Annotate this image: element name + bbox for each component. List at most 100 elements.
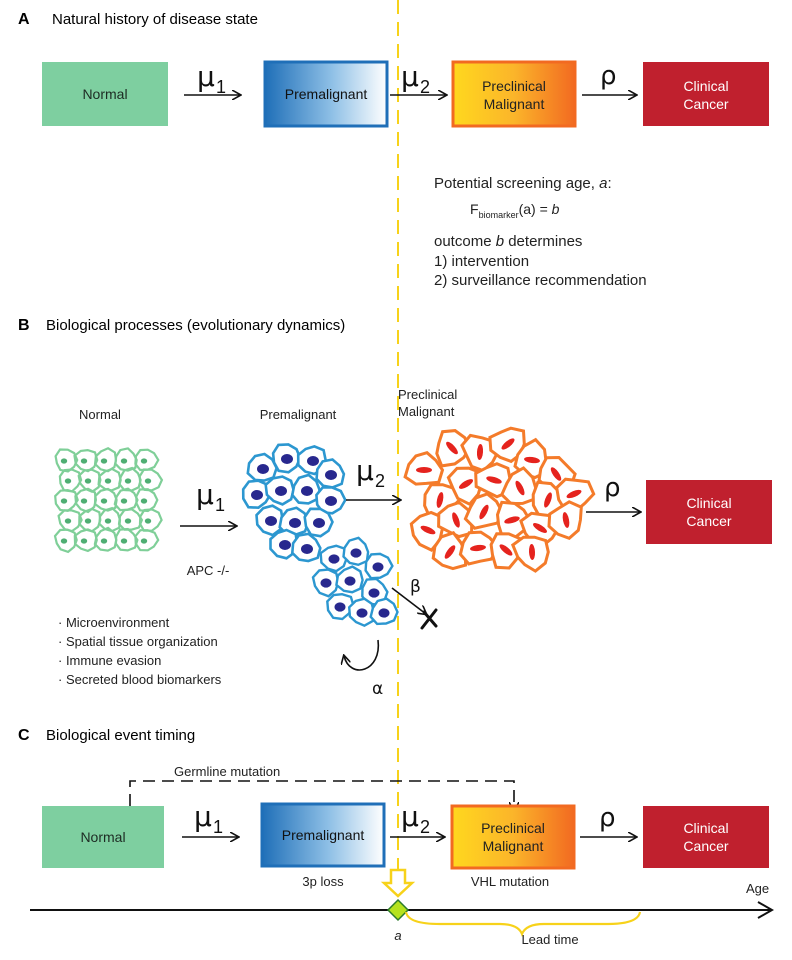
normal-cell-nucleus xyxy=(100,498,108,504)
germline-label-bg xyxy=(168,764,308,780)
normal-tissue-cells xyxy=(53,447,164,554)
factor-list: · Microenvironment · Spatial tissue orga… xyxy=(58,615,222,687)
mu-symbol: μ xyxy=(194,800,212,833)
rate-mu1-a: μ 1 xyxy=(184,60,240,97)
rho-symbol: ρ xyxy=(599,803,616,833)
screening-diamond-icon xyxy=(386,898,410,922)
normal-cell xyxy=(118,466,142,492)
mu-symbol: μ xyxy=(356,454,374,487)
normal-cell xyxy=(53,528,78,554)
lead-time-brace: Lead time xyxy=(404,911,642,947)
premalignant-cell-nucleus xyxy=(325,470,337,480)
premalignant-cell-nucleus xyxy=(265,516,277,526)
normal-cell-nucleus xyxy=(120,538,128,544)
beta-symbol: β xyxy=(410,577,421,597)
normal-cell-nucleus xyxy=(120,458,128,464)
screening-item-2: 2) surveillance recommendation xyxy=(434,272,647,289)
premalignant-cell-nucleus xyxy=(251,490,263,500)
premalignant-subclone-cells xyxy=(311,536,399,628)
normal-cell xyxy=(58,468,83,493)
normal-cell-nucleus xyxy=(80,458,88,464)
death-transition: β xyxy=(391,577,438,630)
b-label-preclinical-1: Preclinical xyxy=(398,387,457,402)
malignant-cell-nucleus xyxy=(562,512,570,528)
b-label-normal: Normal xyxy=(79,407,121,422)
rate-rho-b: ρ xyxy=(586,473,640,512)
malignant-cell-nucleus xyxy=(446,441,458,455)
normal-cell xyxy=(138,508,163,532)
normal-cell-nucleus xyxy=(104,478,112,484)
premalignant-cell-nucleus xyxy=(281,454,293,464)
mu-subscript: 2 xyxy=(375,471,385,491)
normal-cell-nucleus xyxy=(144,478,152,484)
premalignant-cell-nucleus xyxy=(275,486,287,496)
premalignant-cell-nucleus xyxy=(301,544,313,554)
normal-cell-nucleus xyxy=(80,538,88,544)
apc-label: APC -/- xyxy=(187,563,230,578)
malignant-cell-nucleus xyxy=(458,479,474,489)
malignant-cell-nucleus xyxy=(444,545,456,559)
malignant-cell-nucleus xyxy=(501,438,515,450)
malignant-cell-nucleus xyxy=(499,544,513,556)
normal-cell-nucleus xyxy=(124,518,132,524)
normal-cell xyxy=(93,526,118,552)
rho-symbol: ρ xyxy=(604,473,621,503)
premalignant-cell-nucleus xyxy=(279,540,291,550)
self-renewal-loop: α xyxy=(344,639,383,699)
mu-symbol: μ xyxy=(401,60,419,93)
b-label-premalignant: Premalignant xyxy=(260,407,337,422)
premalignant-tissue-cells xyxy=(241,443,347,563)
normal-cell xyxy=(54,488,79,512)
malignant-cell-nucleus xyxy=(504,516,520,524)
premalignant-cell-nucleus xyxy=(301,486,313,496)
subclone-cell-nucleus xyxy=(350,548,362,558)
mu-subscript: 1 xyxy=(215,495,225,515)
state-box-premalignant-a: Premalignant xyxy=(263,60,389,128)
normal-cell-nucleus xyxy=(60,498,68,504)
state-label-preclinical-2: Malignant xyxy=(484,96,545,112)
subclone-cell-nucleus xyxy=(368,588,380,598)
lead-time-bracket xyxy=(404,911,642,937)
c-label-premalignant: Premalignant xyxy=(282,827,365,843)
rate-mu1-b: μ 1 xyxy=(180,478,236,526)
normal-cell-nucleus xyxy=(140,498,148,504)
normal-cell xyxy=(117,508,144,531)
normal-cell xyxy=(78,507,102,533)
cell-death-cross-icon xyxy=(420,608,438,630)
normal-cell xyxy=(73,528,98,553)
screening-heading: Potential screening age, a: xyxy=(434,175,612,192)
section-c-letter: C xyxy=(18,727,30,744)
b-label-preclinical-2: Malignant xyxy=(398,404,455,419)
screening-outcome: outcome b determines xyxy=(434,233,582,250)
c-clinical-2: Cancer xyxy=(683,838,728,854)
state-label-preclinical-1: Preclinical xyxy=(482,78,546,94)
screening-age-label: a xyxy=(394,928,401,943)
event-3p-loss: 3p loss xyxy=(302,874,344,889)
rate-mu1-c: μ 1 xyxy=(182,800,238,837)
subclone-cell-nucleus xyxy=(334,602,346,612)
subclone-cell-nucleus xyxy=(328,554,340,564)
rate-mu2-b: μ 2 xyxy=(346,454,400,500)
mu-symbol: μ xyxy=(401,800,419,833)
state-box-normal-a: Normal xyxy=(42,62,168,126)
state-box-preclinical-c: Preclinical Malignant xyxy=(450,804,576,870)
death-arrow xyxy=(391,587,426,614)
malignant-cell-nucleus xyxy=(566,489,582,499)
germline-path: Germline mutation xyxy=(129,764,514,810)
section-b-letter: B xyxy=(18,317,30,334)
malignant-cell-nucleus xyxy=(550,467,562,481)
section-b-title: Biological processes (evolutionary dynam… xyxy=(46,317,345,334)
normal-cell-nucleus xyxy=(60,458,68,464)
mu-symbol: μ xyxy=(196,478,214,511)
subclone-cell-nucleus xyxy=(320,578,332,588)
screening-note: Potential screening age, a: Fbiomarker(a… xyxy=(434,175,647,289)
section-c-title: Biological event timing xyxy=(46,727,195,744)
malignant-cell-nucleus xyxy=(528,544,536,560)
premalignant-cell-nucleus xyxy=(307,456,319,466)
c-label-preclinical-1: Preclinical xyxy=(481,820,545,836)
b-clinical-1: Clinical xyxy=(686,495,731,511)
germline-dashed-arrow xyxy=(129,780,514,810)
rate-mu2-c: μ 2 xyxy=(390,800,444,837)
state-box-preclinical-a: Preclinical Malignant xyxy=(451,60,577,128)
rate-mu2-a: μ 2 xyxy=(390,60,446,97)
